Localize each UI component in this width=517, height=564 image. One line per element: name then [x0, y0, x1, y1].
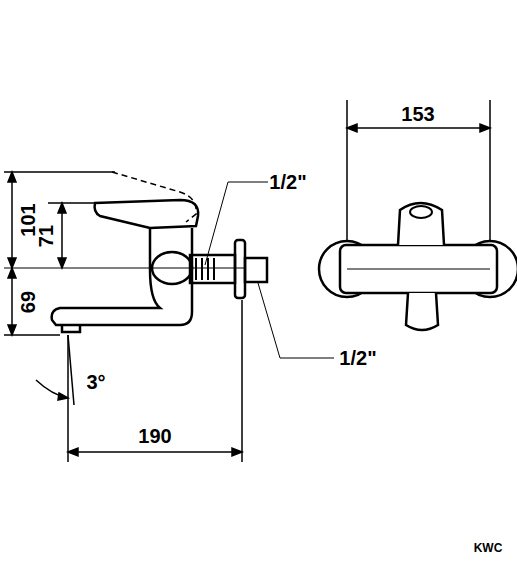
dimension-value: 190	[137, 426, 172, 446]
dimension-value: 69	[18, 290, 38, 314]
dimension-value: 101	[18, 202, 38, 237]
dimension-value: 71	[36, 224, 56, 248]
brand-mark: KWC	[473, 542, 504, 554]
thread-size: 1/2"	[338, 348, 377, 368]
angle-value: 3°	[85, 372, 106, 392]
dimension-value: 153	[400, 104, 435, 124]
thread-size: 1/2"	[268, 172, 307, 192]
